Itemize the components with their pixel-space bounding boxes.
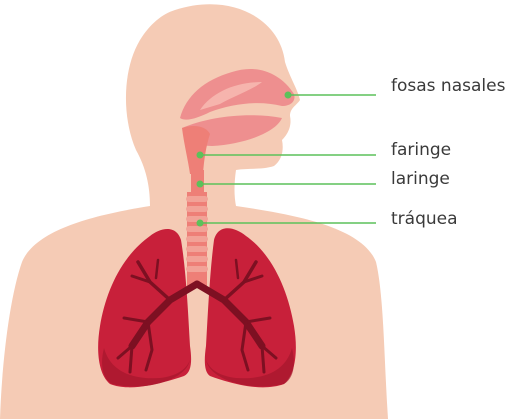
- label-laringe: laringe: [391, 169, 450, 189]
- label-fosas-nasales: fosas nasales: [391, 76, 505, 96]
- label-faringe: faringe: [391, 140, 451, 160]
- label-traquea: tráquea: [391, 209, 458, 229]
- trachea: [186, 192, 208, 286]
